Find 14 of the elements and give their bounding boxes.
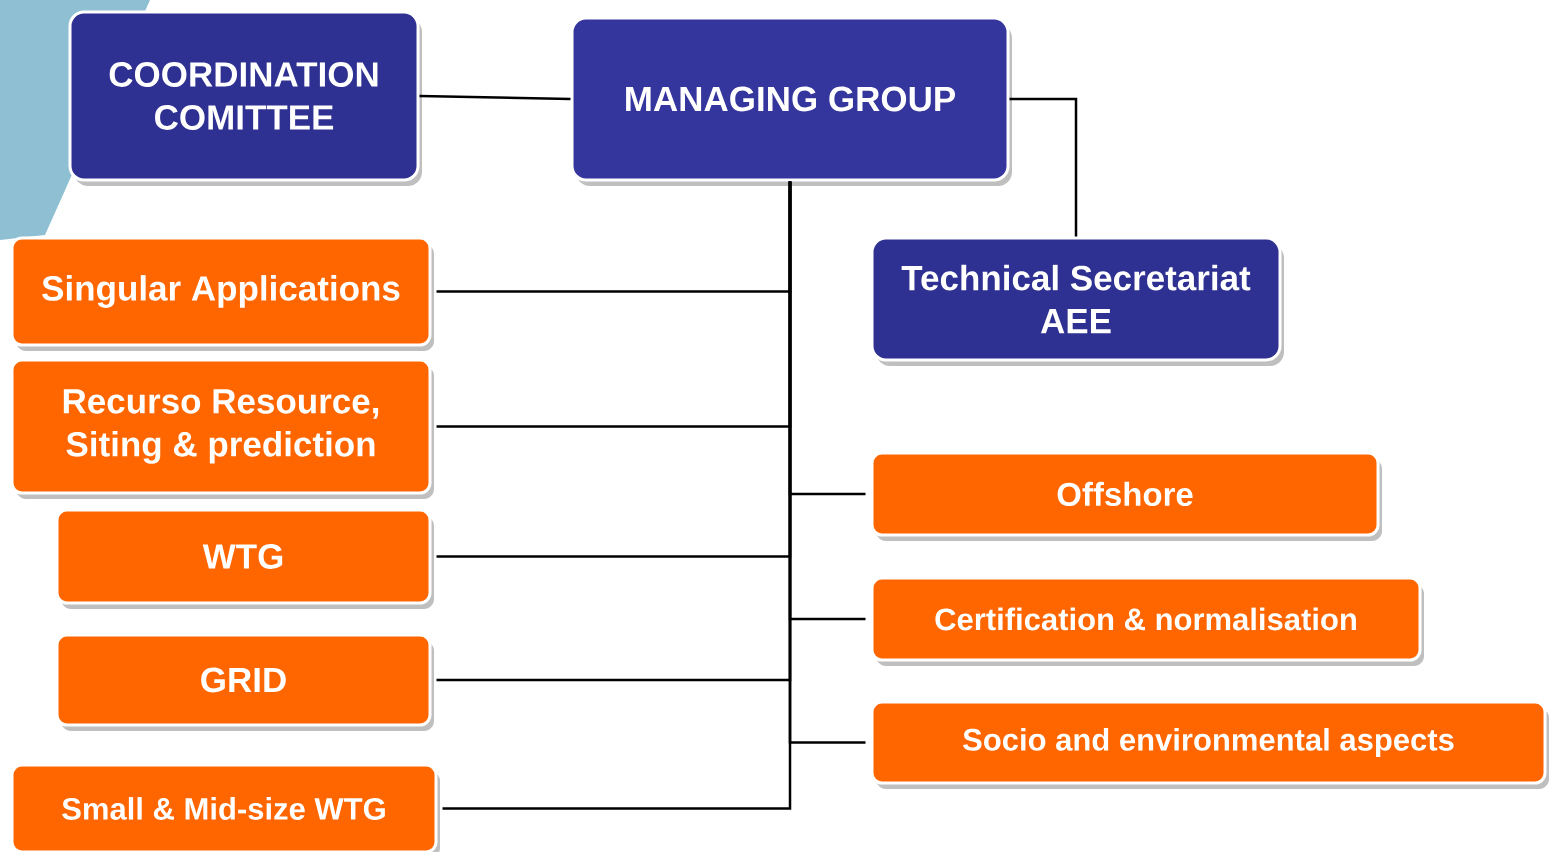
working-group-box: Socio and environmental aspects xyxy=(870,700,1549,789)
secretariat-box: Technical Secretariat AEE xyxy=(870,236,1284,366)
working-group-box: WTG xyxy=(55,508,434,609)
working-group-box: GRID xyxy=(55,633,434,731)
connector-line xyxy=(1009,97,1078,237)
working-group-box: Offshore xyxy=(870,451,1382,541)
working-group-box: Recurso Resource, Siting & prediction xyxy=(10,358,434,499)
committee-box: COORDINATION COMITTEE xyxy=(68,10,422,186)
group-box: MANAGING GROUP xyxy=(570,16,1012,186)
connector-line xyxy=(788,181,866,744)
connector-line xyxy=(419,94,571,101)
working-group-box: Certification & normalisation xyxy=(870,576,1424,666)
working-group-box: Small & Mid-size WTG xyxy=(10,763,440,852)
working-group-box: Singular Applications xyxy=(10,236,434,351)
